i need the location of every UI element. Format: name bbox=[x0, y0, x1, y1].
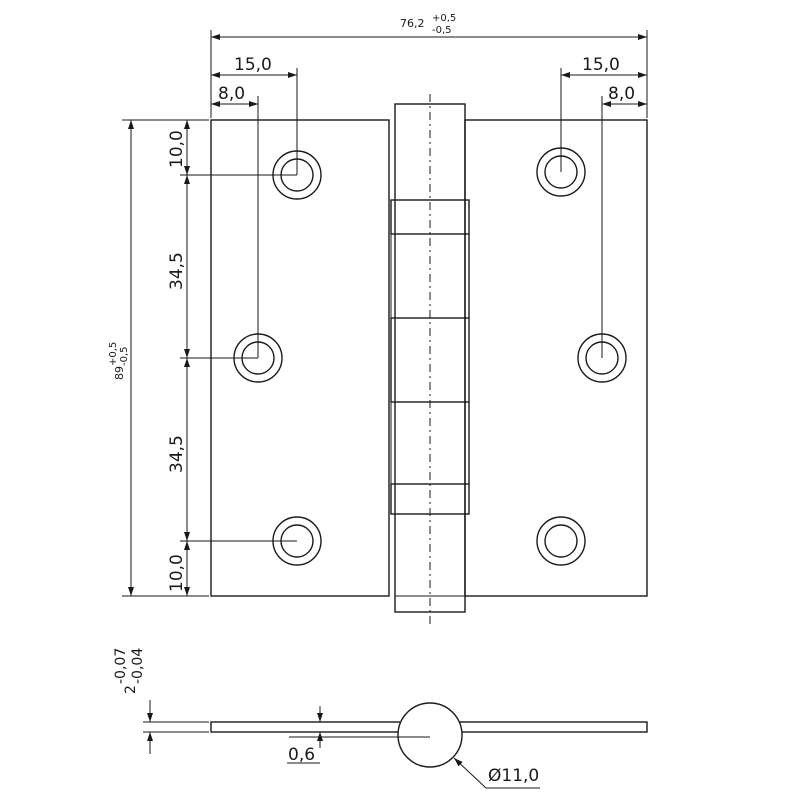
vertical-dim-mid-2: 34,5 bbox=[167, 435, 187, 473]
left-hole-offset-15: 15,0 bbox=[234, 55, 272, 75]
right-hole-offset-15: 15,0 bbox=[582, 55, 620, 75]
vertical-dim-top: 10,0 bbox=[167, 130, 187, 168]
front-view bbox=[210, 94, 648, 624]
section-leaf-right bbox=[458, 721, 648, 733]
overall-height-upper-tol: +0,5 bbox=[108, 342, 119, 366]
section-view: 2 -0,07 -0,04 0,6 Ø11,0 bbox=[113, 648, 648, 789]
overall-height-value: 89 bbox=[113, 366, 126, 380]
overall-width-upper-tol: +0,5 bbox=[432, 13, 456, 24]
top-dimensions: 76,2 +0,5 -0,5 15,0 8,0 15,0 8,0 bbox=[210, 13, 648, 358]
section-knuckle bbox=[397, 702, 463, 768]
vertical-dim-bottom: 10,0 bbox=[167, 554, 187, 592]
vertical-dim-mid-1: 34,5 bbox=[167, 252, 187, 290]
right-leaf bbox=[464, 119, 648, 597]
left-dimensions: 89 +0,5 -0,5 10,0 34,5 34,5 10,0 bbox=[108, 119, 297, 597]
right-hole-offset-8: 8,0 bbox=[608, 84, 635, 104]
thickness-tol-upper: -0,07 bbox=[113, 648, 129, 684]
thickness-value: 2 bbox=[123, 685, 139, 694]
section-leaf-left bbox=[210, 721, 402, 733]
thickness-tol-lower: -0,04 bbox=[130, 648, 146, 684]
knuckle-diameter-label: Ø11,0 bbox=[488, 766, 539, 786]
overall-width-lower-tol: -0,5 bbox=[432, 25, 452, 36]
leaf-thickness-label: 0,6 bbox=[288, 745, 315, 765]
overall-height-lower-tol: -0,5 bbox=[119, 346, 130, 366]
overall-width-value: 76,2 bbox=[400, 17, 425, 30]
left-hole-offset-8: 8,0 bbox=[218, 84, 245, 104]
hole-right-bottom bbox=[536, 516, 586, 566]
